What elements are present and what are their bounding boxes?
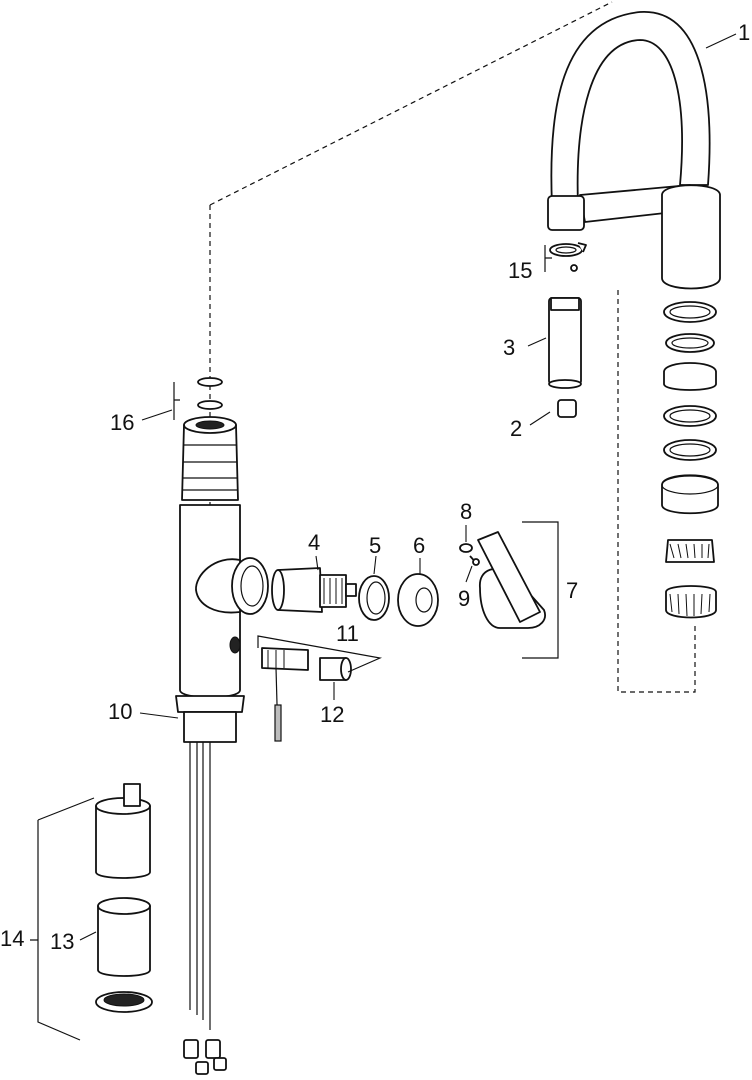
handle-part bbox=[477, 521, 559, 659]
label-10: 10 bbox=[108, 699, 132, 724]
label-7: 7 bbox=[566, 578, 578, 603]
faucet-body bbox=[175, 416, 269, 1030]
battery-lid-part bbox=[95, 991, 153, 1013]
label-14: 14 bbox=[0, 926, 24, 951]
battery-housing-part bbox=[30, 783, 151, 1041]
callout-labels: 1 3 2 15 16 4 5 6 8 9 7 11 10 12 14 13 bbox=[0, 20, 750, 954]
label-9: 9 bbox=[458, 586, 470, 611]
battery-part bbox=[97, 897, 151, 977]
label-16: 16 bbox=[110, 410, 134, 435]
cover-part bbox=[397, 573, 439, 627]
leader-lines bbox=[79, 33, 737, 941]
label-8: 8 bbox=[460, 499, 472, 524]
label-5: 5 bbox=[369, 533, 381, 558]
ring-stack bbox=[661, 301, 719, 619]
label-4: 4 bbox=[308, 530, 320, 555]
label-2: 2 bbox=[510, 416, 522, 441]
label-12: 12 bbox=[320, 702, 344, 727]
nut-part bbox=[358, 575, 390, 621]
spout-part bbox=[547, 11, 721, 290]
clip-part bbox=[544, 242, 587, 272]
label-15: 15 bbox=[508, 258, 532, 283]
cap-part bbox=[557, 399, 577, 418]
assembly-guide-lines bbox=[209, 1, 696, 693]
hose-fittings bbox=[183, 1039, 227, 1075]
sensor-part bbox=[257, 635, 383, 742]
washer-screw-part bbox=[459, 543, 480, 566]
label-6: 6 bbox=[413, 533, 425, 558]
label-3: 3 bbox=[503, 335, 515, 360]
label-11: 11 bbox=[336, 621, 359, 646]
sleeve-part bbox=[548, 297, 582, 389]
o-rings-part bbox=[173, 377, 223, 420]
cartridge-part bbox=[271, 567, 357, 613]
label-1: 1 bbox=[738, 20, 750, 45]
label-13: 13 bbox=[50, 929, 74, 954]
